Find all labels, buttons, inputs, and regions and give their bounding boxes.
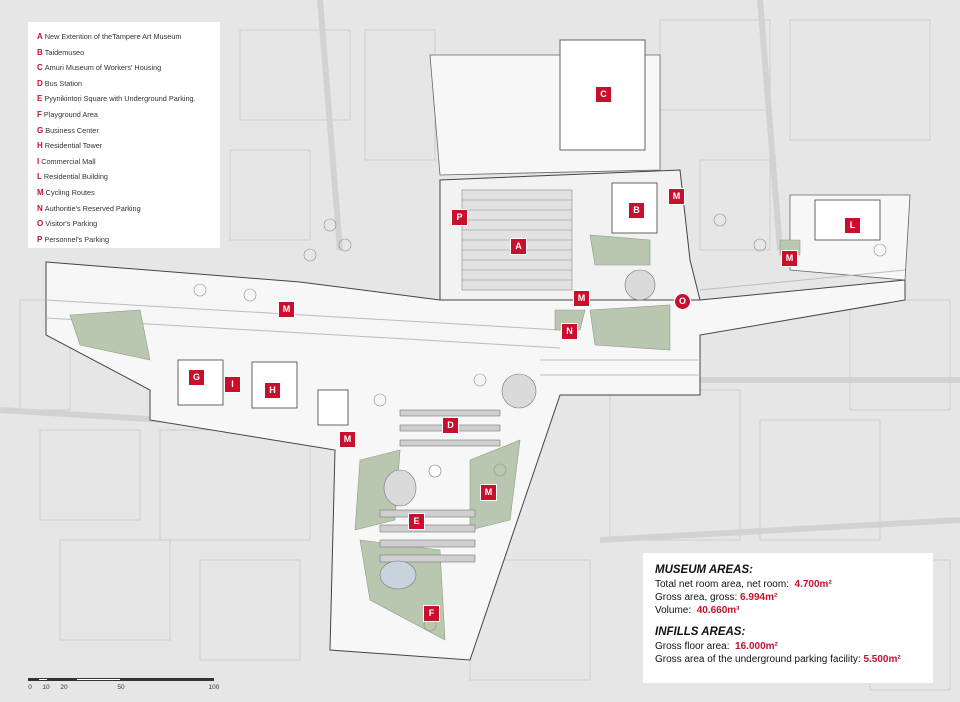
marker-m-museum[interactable]: M (669, 189, 684, 204)
green-areas (69, 234, 801, 641)
infills-areas-title: INFILLS AREAS: (655, 626, 746, 638)
scale-bar: 0 10 20 50 100 (28, 676, 223, 696)
marker-e[interactable]: E (409, 514, 424, 529)
marker-a[interactable]: A (511, 239, 526, 254)
marker-g[interactable]: G (189, 370, 204, 385)
marker-m-center[interactable]: M (574, 291, 589, 306)
marker-b[interactable]: B (629, 203, 644, 218)
scale-tick-50: 50 (117, 684, 125, 691)
gross-area-row: Gross area, gross: 6.994m² (655, 592, 778, 603)
museum-areas-title: MUSEUM AREAS: (655, 564, 753, 576)
scale-tick-0: 0 (28, 684, 32, 691)
floor-area-row: Gross floor area: 16.000m² (655, 641, 778, 652)
marker-d[interactable]: D (443, 418, 458, 433)
marker-m-square[interactable]: M (481, 485, 496, 500)
circular-features (379, 269, 656, 590)
trees (193, 213, 887, 632)
scale-tick-100: 100 (208, 684, 220, 691)
marker-m-east[interactable]: M (782, 251, 797, 266)
marker-l[interactable]: L (845, 218, 860, 233)
marker-n[interactable]: N (562, 324, 577, 339)
scale-tick-20: 20 (60, 684, 68, 691)
marker-i[interactable]: I (225, 377, 240, 392)
scale-tick-10: 10 (42, 684, 50, 691)
marker-f[interactable]: F (424, 606, 439, 621)
parking-area-row: Gross area of the underground parking fa… (655, 654, 901, 665)
marker-c[interactable]: C (596, 87, 611, 102)
marker-o[interactable]: O (675, 294, 690, 309)
areas-panel: MUSEUM AREAS: Total net room area, net r… (643, 553, 933, 683)
road-lines (45, 269, 906, 376)
marker-m-west[interactable]: M (279, 302, 294, 317)
marker-p[interactable]: P (452, 210, 467, 225)
marker-h[interactable]: H (265, 383, 280, 398)
volume-row: Volume: 40.660m³ (655, 605, 740, 616)
marker-m-south[interactable]: M (340, 432, 355, 447)
net-area-row: Total net room area, net room: 4.700m² (655, 579, 832, 590)
